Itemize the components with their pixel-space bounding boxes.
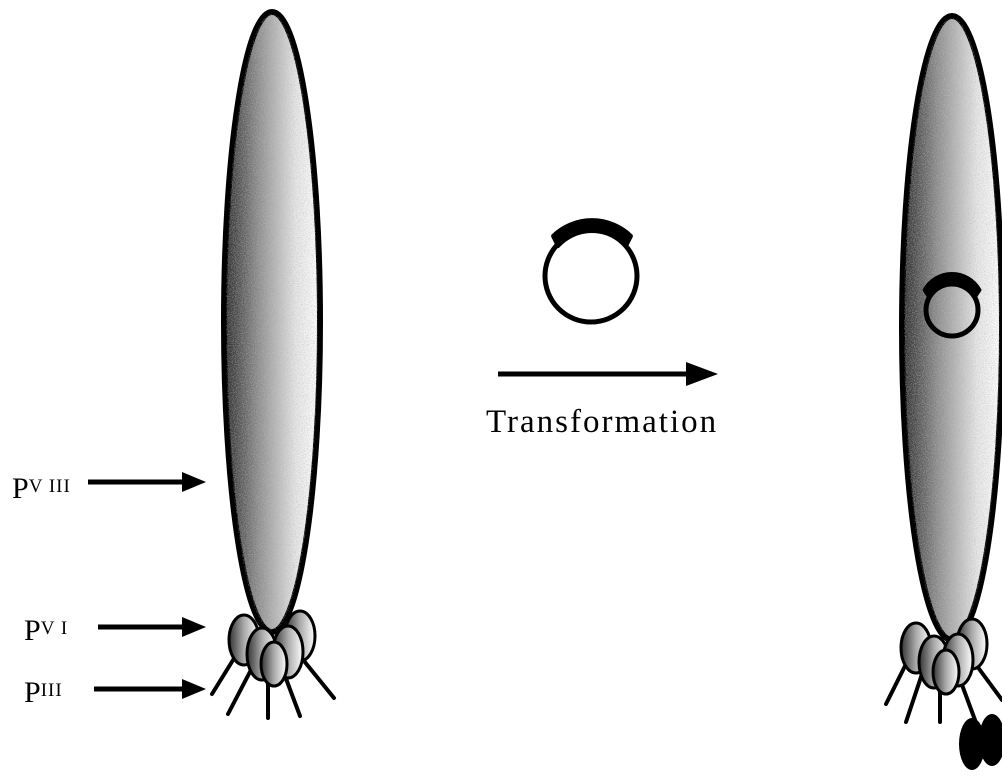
piii-label-base: P (24, 676, 41, 709)
transformation-arrow (498, 362, 718, 386)
plasmid (545, 220, 637, 322)
pvi-label-base: P (24, 614, 41, 647)
left-phage (212, 12, 334, 718)
piii-label-sup: III (41, 680, 63, 701)
piii-label: PIII (24, 676, 63, 710)
transformation-label: Transformation (486, 404, 718, 441)
pviii-label: PV III (12, 472, 71, 506)
pvi-arrow (98, 617, 206, 637)
piii-arrow (94, 679, 206, 699)
left-label-arrows (88, 472, 206, 699)
pviii-label-base: P (12, 472, 29, 505)
right-phage (886, 16, 1002, 770)
fusion-protein-blobs (959, 714, 1002, 770)
pviii-label-sup: V III (29, 476, 71, 497)
pvi-label: PV I (24, 614, 68, 648)
plasmid-insert (553, 220, 631, 246)
pviii-arrow (88, 472, 206, 492)
pvi-label-sup: V I (41, 618, 68, 639)
